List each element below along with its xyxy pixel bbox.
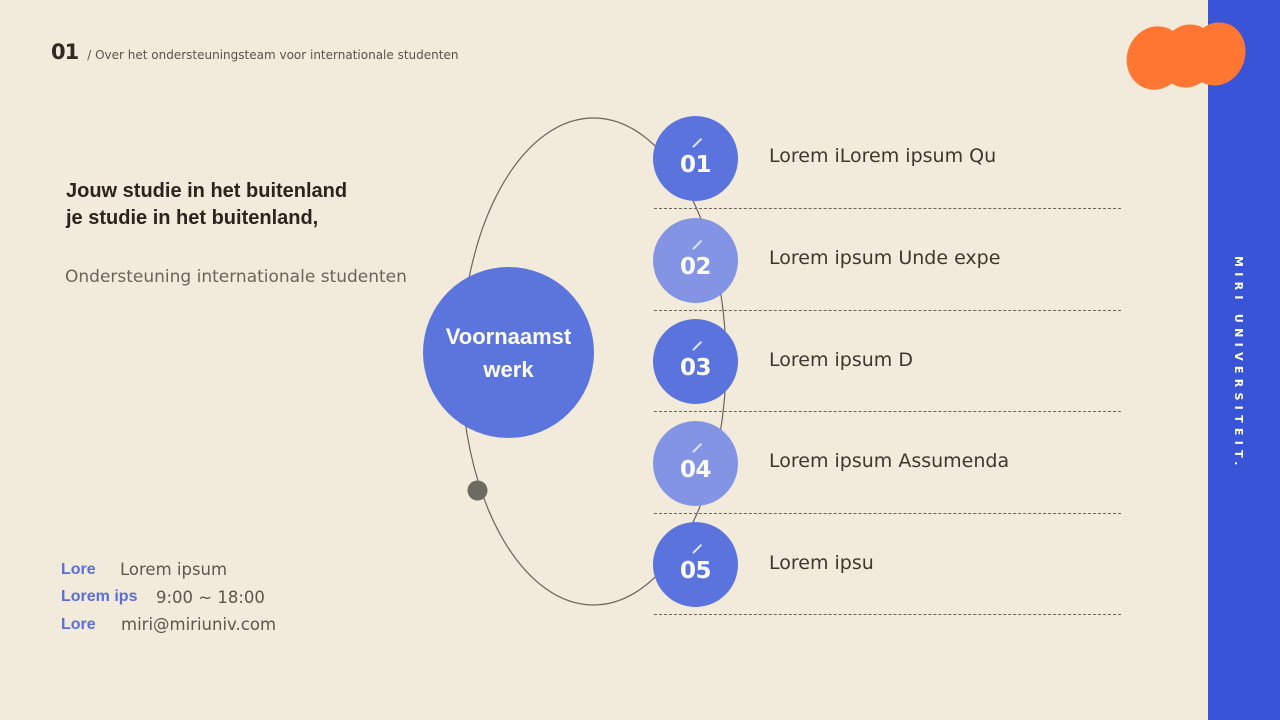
- step-number: 03: [679, 355, 712, 382]
- step-label: Lorem ipsum Assumenda: [769, 450, 1010, 472]
- step-circle-05: 05: [653, 522, 738, 607]
- contact-row: Lore miri@miriuniv.com: [61, 611, 276, 639]
- step-circle-01: 01: [653, 116, 738, 201]
- divider: [654, 614, 1121, 615]
- brand-sidebar: [1208, 0, 1280, 720]
- divider: [654, 310, 1121, 311]
- contact-info: Lore Lorem ipsum Lorem ips 9:00 ~ 18:00 …: [61, 556, 276, 639]
- orbit-dot-icon: [467, 480, 488, 501]
- step-label: Lorem iLorem ipsum Qu: [769, 145, 997, 167]
- step-circle-03: 03: [653, 319, 738, 404]
- divider: [654, 411, 1121, 412]
- orange-blobs-logo-icon: [1126, 22, 1246, 90]
- contact-row: Lorem ips 9:00 ~ 18:00: [61, 584, 276, 612]
- step-number: 04: [679, 457, 712, 484]
- contact-value-email[interactable]: miri@miriuniv.com: [121, 615, 277, 635]
- contact-value: 9:00 ~ 18:00: [156, 587, 265, 607]
- section-number: 01: [51, 40, 79, 64]
- breadcrumb: / Over het ondersteuningsteam voor inter…: [87, 48, 459, 62]
- slash-icon: [691, 543, 702, 554]
- contact-label: Lore: [61, 560, 96, 578]
- step-number: 05: [679, 558, 712, 585]
- slash-icon: [691, 442, 702, 453]
- step-label: Lorem ipsum D: [769, 349, 913, 371]
- slash-icon: [691, 340, 702, 351]
- step-circle-02: 02: [653, 218, 738, 303]
- section-header: 01 / Over het ondersteuningsteam voor in…: [51, 40, 458, 64]
- divider: [654, 513, 1121, 514]
- title-line-2: je studie in het buitenland,: [66, 207, 319, 229]
- center-label-line-2: werk: [483, 356, 534, 382]
- step-label: Lorem ipsum Unde expe: [769, 247, 1001, 269]
- center-topic-circle: Voornaamst werk: [423, 267, 594, 438]
- step-circle-04: 04: [653, 421, 738, 506]
- center-topic-label: Voornaamst werk: [446, 320, 572, 386]
- page-subtitle: Ondersteuning internationale studenten: [65, 267, 407, 287]
- divider: [654, 208, 1121, 209]
- contact-row: Lore Lorem ipsum: [61, 556, 276, 584]
- step-label: Lorem ipsu: [769, 552, 874, 574]
- brand-name: MIRI UNIVERSITEIT.: [1232, 256, 1245, 471]
- contact-value: Lorem ipsum: [120, 560, 228, 580]
- contact-label: Lore: [61, 615, 96, 633]
- step-number: 01: [679, 152, 712, 179]
- slash-icon: [691, 239, 702, 250]
- center-label-line-1: Voornaamst: [445, 323, 572, 349]
- page-title: Jouw studie in het buitenland je studie …: [66, 178, 347, 232]
- slash-icon: [691, 137, 702, 148]
- step-number: 02: [679, 254, 712, 281]
- contact-label: Lorem ips: [61, 588, 138, 606]
- title-line-1: Jouw studie in het buitenland: [66, 180, 348, 202]
